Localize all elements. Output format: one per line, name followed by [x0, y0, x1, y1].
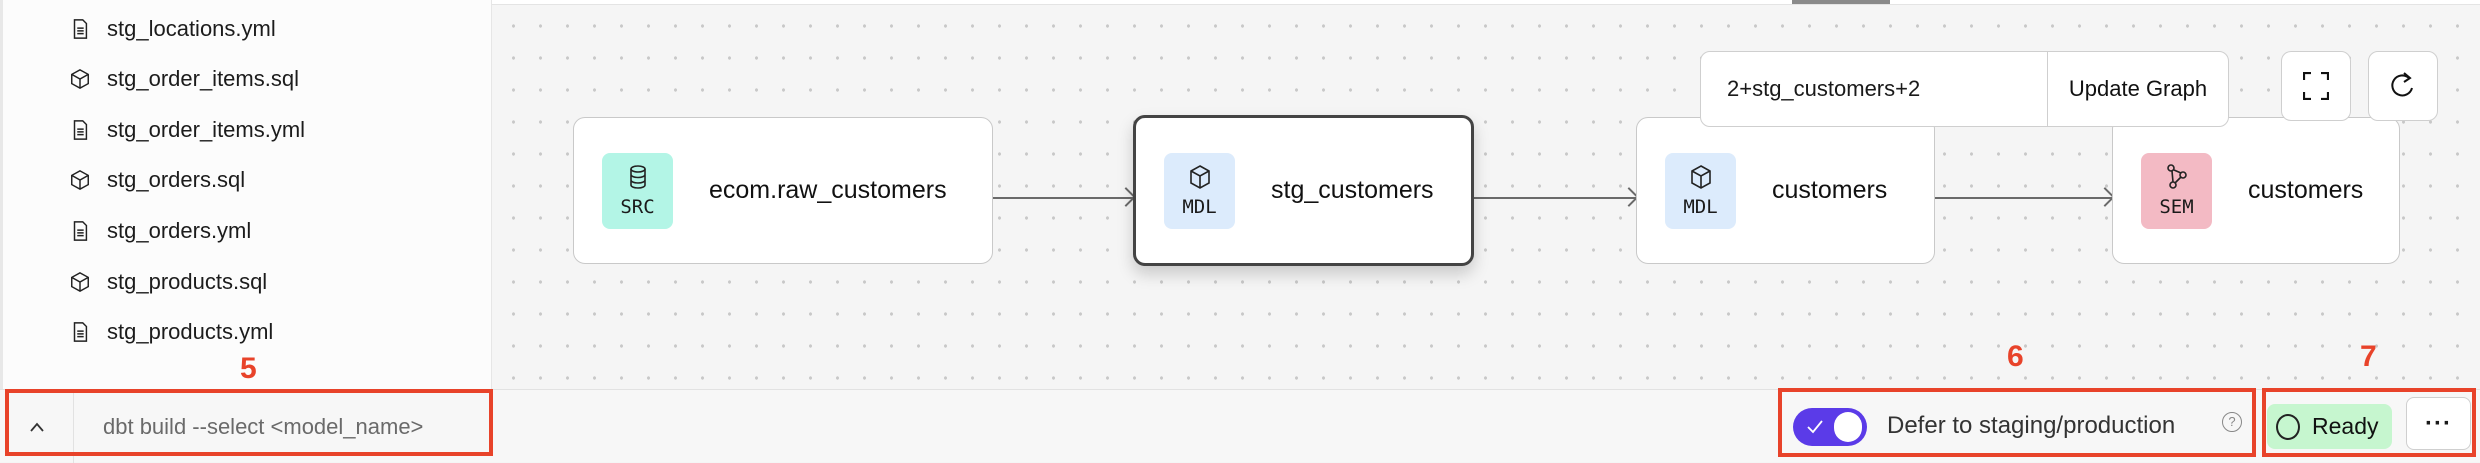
check-icon: [1807, 420, 1823, 434]
cube-icon: [71, 68, 89, 90]
file-item[interactable]: stg_order_items.yml: [69, 110, 305, 150]
annotation-label-5: 5: [240, 352, 257, 385]
node-label: ecom.raw_customers: [709, 176, 947, 204]
node-type-badge: SRC: [602, 152, 673, 229]
file-explorer: stg_locations.yml stg_order_items.sql st…: [0, 0, 492, 389]
graph-edge: [993, 197, 1133, 199]
file-name: stg_orders.sql: [107, 167, 246, 192]
file-name: stg_order_items.sql: [107, 66, 299, 91]
cube-icon: [71, 271, 89, 293]
node-type: SRC: [620, 195, 655, 218]
graph-edge: [1935, 197, 2112, 199]
graph-node-semantic[interactable]: SEM customers: [2112, 117, 2400, 264]
toggle-knob: [1834, 412, 1862, 442]
node-type: SEM: [2159, 195, 2194, 218]
graph-node-selected[interactable]: MDL stg_customers: [1133, 115, 1474, 266]
file-item[interactable]: stg_products.sql: [69, 262, 267, 302]
update-graph-button[interactable]: Update Graph: [2047, 52, 2228, 126]
cube-icon: [1690, 164, 1711, 189]
fullscreen-icon: [2303, 72, 2329, 100]
status-text: Ready: [2312, 413, 2379, 439]
refresh-icon: [2391, 72, 2413, 97]
annotation-box-6: [1778, 388, 2256, 457]
graph-edge: [1474, 197, 1636, 199]
annotation-box-5: [5, 389, 493, 456]
tab-bar: [492, 0, 2480, 5]
help-icon[interactable]: ?: [2222, 412, 2242, 432]
file-name: stg_order_items.yml: [107, 117, 306, 142]
file-name: stg_orders.yml: [107, 218, 252, 243]
status-badge: Ready: [2267, 404, 2392, 449]
fullscreen-button[interactable]: [2281, 51, 2351, 121]
defer-toggle[interactable]: [1793, 408, 1867, 446]
file-item[interactable]: stg_orders.yml: [69, 211, 251, 251]
annotation-label-6: 6: [2007, 340, 2024, 373]
annotation-box-7: [2262, 388, 2476, 457]
file-text-icon: [73, 120, 88, 140]
semantic-graph-icon: [2166, 163, 2187, 189]
file-item[interactable]: stg_products.yml: [69, 312, 273, 352]
file-name: stg_products.sql: [107, 269, 268, 294]
file-item[interactable]: stg_locations.yml: [69, 9, 276, 49]
graph-selector-input[interactable]: 2+stg_customers+2: [1727, 76, 1921, 101]
active-tab-indicator: [1792, 0, 1890, 4]
chevron-up-icon: [29, 422, 44, 432]
file-name: stg_locations.yml: [107, 16, 276, 41]
expand-console-button[interactable]: [0, 390, 74, 463]
annotation-label-7: 7: [2360, 340, 2377, 373]
status-circle-icon: [2276, 413, 2300, 440]
database-icon: [629, 164, 646, 189]
node-type: MDL: [1683, 195, 1718, 218]
node-label: stg_customers: [1271, 176, 1434, 204]
cube-icon: [71, 169, 89, 191]
graph-node-source[interactable]: SRC ecom.raw_customers: [573, 117, 993, 264]
defer-label: Defer to staging/production: [1887, 412, 2176, 439]
more-options-button[interactable]: ···: [2406, 397, 2471, 450]
graph-node-model[interactable]: MDL customers: [1636, 117, 1935, 264]
file-name: stg_products.yml: [107, 319, 274, 344]
file-item[interactable]: stg_order_items.sql: [69, 59, 299, 99]
file-item[interactable]: stg_orders.sql: [69, 160, 245, 200]
more-horizontal-icon: ···: [2425, 409, 2452, 437]
node-type-badge: MDL: [1665, 152, 1736, 229]
command-input[interactable]: dbt build --select <model_name>: [103, 413, 424, 439]
node-type-badge: MDL: [1164, 152, 1235, 229]
refresh-button[interactable]: [2368, 51, 2438, 121]
file-text-icon: [73, 322, 88, 342]
node-label: customers: [2248, 176, 2364, 204]
node-type: MDL: [1182, 195, 1217, 218]
graph-selector-group: 2+stg_customers+2 Update Graph: [1700, 51, 2229, 127]
node-label: customers: [1772, 176, 1888, 204]
node-type-badge: SEM: [2141, 152, 2212, 229]
file-text-icon: [73, 221, 88, 241]
bottom-bar: dbt build --select <model_name> Defer to…: [0, 389, 2480, 463]
file-text-icon: [73, 19, 88, 39]
cube-icon: [1189, 164, 1210, 189]
